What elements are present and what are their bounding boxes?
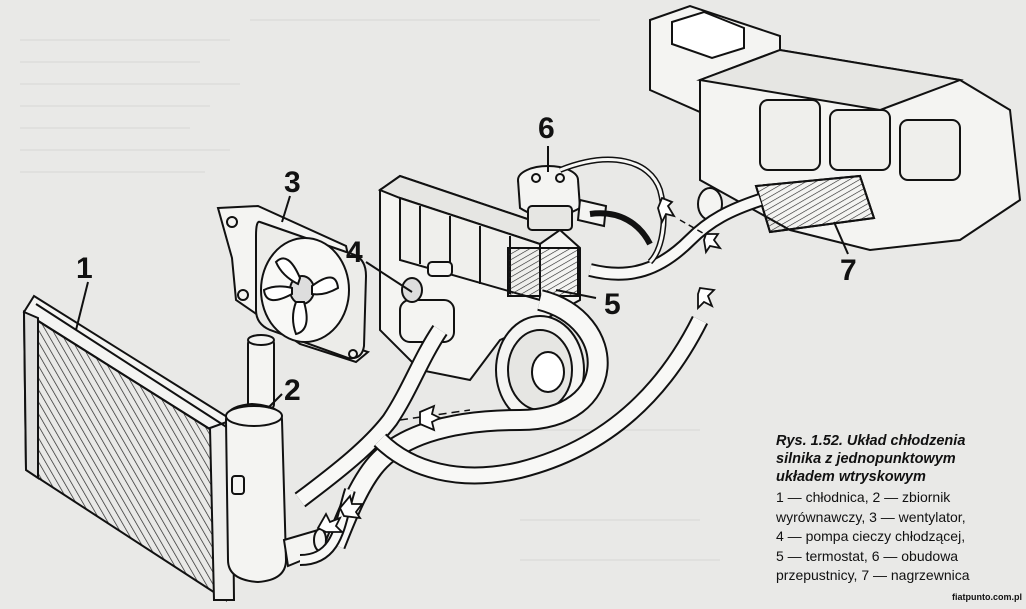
- callout-4: 4: [346, 236, 363, 269]
- flow-arrow: [657, 196, 676, 225]
- leader-line-7: [833, 221, 849, 255]
- callout-1: 1: [76, 252, 93, 285]
- callout-6: 6: [538, 112, 555, 145]
- flow-arrow: [338, 494, 364, 520]
- flow-arrow: [419, 404, 443, 432]
- leader-lines: [75, 146, 849, 409]
- callout-7: 7: [840, 254, 857, 287]
- leader-line-3: [281, 195, 291, 223]
- expansion-tank: [224, 334, 327, 584]
- figure-caption: Rys. 1.52. Układ chłodzenia silnika z je…: [776, 432, 1024, 586]
- callout-3: 3: [284, 166, 301, 199]
- source-watermark: fiatpunto.com.pl: [952, 592, 1022, 602]
- caption-title: Rys. 1.52. Układ chłodzenia silnika z je…: [776, 433, 966, 485]
- leader-line-4: [365, 261, 413, 293]
- heater-box: [649, 4, 1022, 252]
- flow-arrow: [697, 287, 716, 311]
- throttle-body: [517, 165, 608, 231]
- leader-line-5: [555, 289, 597, 299]
- caption-legend: 1 — chłodnica, 2 — zbiornik wyrównawczy,…: [776, 489, 970, 583]
- cooling-fan: [216, 204, 371, 364]
- flow-arrow: [703, 233, 723, 255]
- leader-line-1: [75, 281, 89, 331]
- callout-2: 2: [284, 374, 301, 407]
- flow-arrow: [316, 512, 345, 533]
- leader-line-2: [267, 393, 283, 409]
- callout-5: 5: [604, 288, 621, 321]
- flow-arrows: [316, 196, 723, 533]
- coolant-hoses: [294, 156, 763, 566]
- radiator: [22, 294, 236, 602]
